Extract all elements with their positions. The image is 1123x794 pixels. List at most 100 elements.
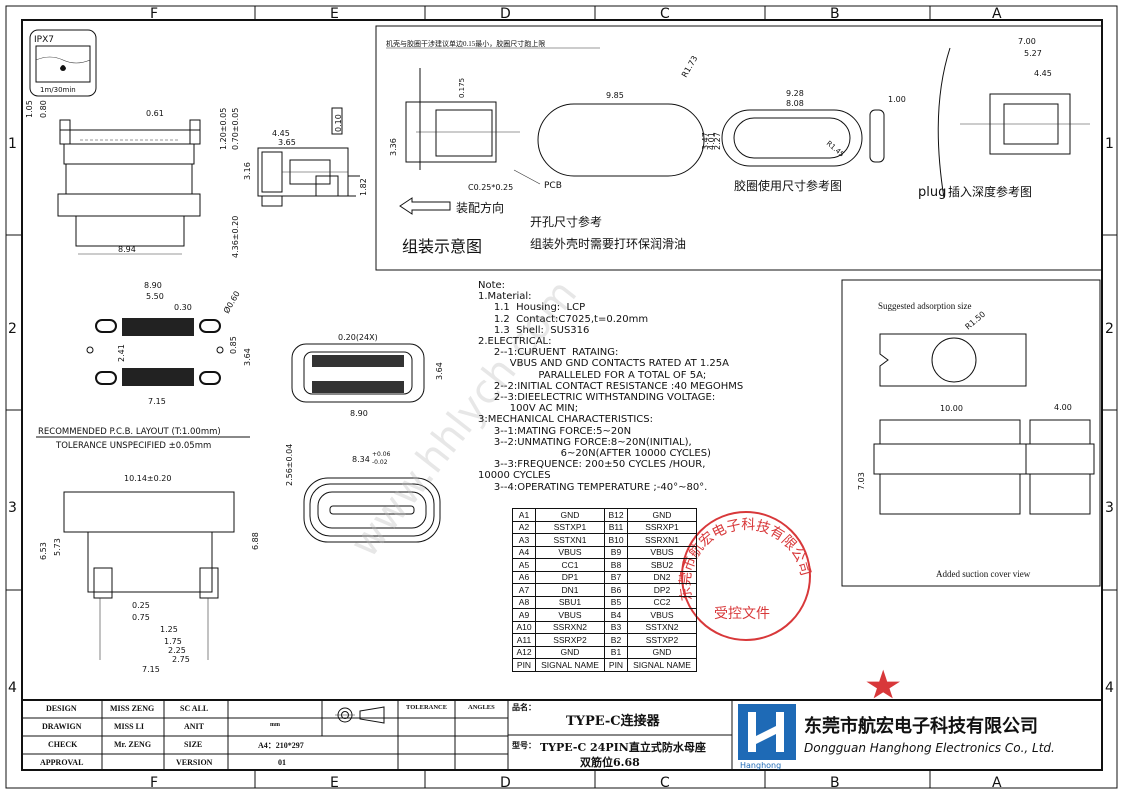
assembly-title: 组装示意图: [402, 237, 482, 256]
gasket-outer: [721, 109, 863, 167]
col-C-bottom: C: [660, 775, 670, 791]
signal-name: DP1: [535, 570, 605, 584]
dim-573: 5.73: [53, 538, 62, 556]
signal-name: VBUS: [535, 608, 605, 622]
dim-894: 8.94: [118, 245, 136, 254]
dim-890: 8.90: [144, 281, 162, 290]
svg-text:东莞市航宏电子科技有限公司: 东莞市航宏电子科技有限公司: [678, 517, 814, 602]
tb-design-name: MISS ZENG: [110, 704, 155, 713]
dim-r173: R1.73: [680, 54, 699, 79]
column-markers: F E D C B A F E D C B A: [150, 6, 1002, 791]
dim-401: 4.01: [707, 132, 716, 150]
row-4-left: 4: [8, 680, 17, 696]
row-1-right: 1: [1105, 136, 1114, 152]
dim-985: 9.85: [606, 91, 624, 100]
tb-version: VERSION: [176, 758, 213, 767]
seal-ring-text: 东莞市航宏电子科技有限公司: [678, 517, 814, 602]
dim-275: 2.75: [172, 655, 190, 664]
dim-336: 3.36: [389, 138, 398, 156]
pcb-layout-title: RECOMMENDED P.C.B. LAYOUT (T:1.00mm): [38, 427, 221, 437]
dim-256: 2.56±0.04: [285, 444, 294, 486]
dim-175: 1.75: [164, 637, 182, 646]
tb-model: TYPE-C 24PIN直立式防水母座: [540, 741, 706, 754]
dim-653: 6.53: [39, 542, 48, 560]
pin-number: B8: [604, 558, 628, 572]
dim-364-top: 3.64: [435, 362, 444, 380]
col-B-top: B: [830, 6, 840, 22]
row-3-left: 3: [8, 500, 17, 516]
row-2-left: 2: [8, 321, 17, 337]
dim-365: 3.65: [278, 138, 296, 147]
dim-715-bottom: 7.15: [142, 665, 160, 674]
assembly-panel: 机壳与胶圈干涉建议单边0.15最小，胶圈尺寸跑上限 0.175 3.36 C0.…: [375, 25, 1103, 271]
signal-name: SSTXP1: [535, 520, 605, 534]
signal-name: GND: [535, 508, 605, 522]
pin-number: A6: [512, 570, 536, 584]
signal-name: GND: [627, 508, 697, 522]
col-A-bottom: A: [992, 775, 1002, 791]
dim-080: 0.80: [39, 100, 48, 118]
row-1-left: 1: [8, 136, 17, 152]
arrow-left-icon: [399, 197, 451, 215]
pin-number: A2: [512, 520, 536, 534]
row-4-right: 4: [1105, 680, 1114, 696]
dim-316: 3.16: [243, 162, 252, 180]
tb-model2: 双筋位6.68: [580, 756, 640, 769]
ipx-depth: 1m/30min: [40, 86, 76, 94]
tb-size: SIZE: [184, 740, 203, 749]
tol-plus: +0.06: [372, 451, 391, 458]
dim-1000: 10.00: [940, 404, 963, 413]
dim-025: 0.25: [132, 601, 150, 610]
pin-number: B2: [604, 633, 628, 647]
water-drop-icon: [60, 65, 66, 71]
plug-caption-cn: 插入深度参考图: [948, 184, 1032, 199]
dim-890-top: 8.90: [350, 409, 368, 418]
pin-number: PIN: [604, 658, 628, 672]
direction-label: 装配方向: [456, 200, 504, 215]
pin-number: B3: [604, 620, 628, 634]
col-E-top: E: [330, 6, 339, 22]
dim-120: 1.20±0.05: [219, 108, 228, 150]
hole-ref: 开孔尺寸参考: [530, 214, 602, 229]
side-view: 1.20±0.05 0.70±0.05 4.45 3.65 3.16 4.36±…: [219, 107, 368, 258]
suction-top-label: Suggested adsorption size: [878, 301, 972, 311]
dim-364-pcb: 3.64: [243, 348, 252, 366]
tb-angles: ANGLES: [468, 704, 495, 711]
dim-347: 3.47: [701, 132, 710, 150]
tb-anit: ANIT: [184, 722, 205, 731]
tb-approval: APPROVAL: [40, 758, 84, 767]
pin-number: B1: [604, 645, 628, 659]
tb-check-name: Mr. ZENG: [114, 740, 152, 749]
dim-550: 5.50: [146, 292, 164, 301]
dim-700: 7.00: [1018, 37, 1036, 46]
pin-number: A7: [512, 583, 536, 597]
tb-sc: SC ALL: [180, 704, 209, 713]
col-F-bottom: F: [150, 775, 158, 791]
company-name-en: Dongguan Hanghong Electronics Co., Ltd.: [804, 741, 1055, 755]
dim-r14: R1.45: [825, 139, 846, 158]
signal-name: VBUS: [535, 545, 605, 559]
tb-drawign-name: MISS LI: [114, 722, 145, 731]
dim-r150: R1.50: [964, 310, 988, 332]
dim-834: 8.34: [352, 455, 370, 464]
signal-name: DN1: [535, 583, 605, 597]
pad-row-bottom: [122, 368, 194, 386]
dim-060: Ø0.60: [221, 289, 242, 315]
signal-name: SSTXN1: [535, 533, 605, 547]
tb-pname: TYPE-C连接器: [566, 714, 660, 729]
gasket-inner: [733, 117, 851, 159]
dim-061: 0.61: [146, 109, 164, 118]
pin-number: A8: [512, 595, 536, 609]
pcb-label: PCB: [544, 181, 562, 191]
dim-225: 2.25: [168, 646, 186, 655]
pin-number: A10: [512, 620, 536, 634]
company-seal: 东莞市航宏电子科技有限公司 受控文件: [678, 511, 901, 699]
